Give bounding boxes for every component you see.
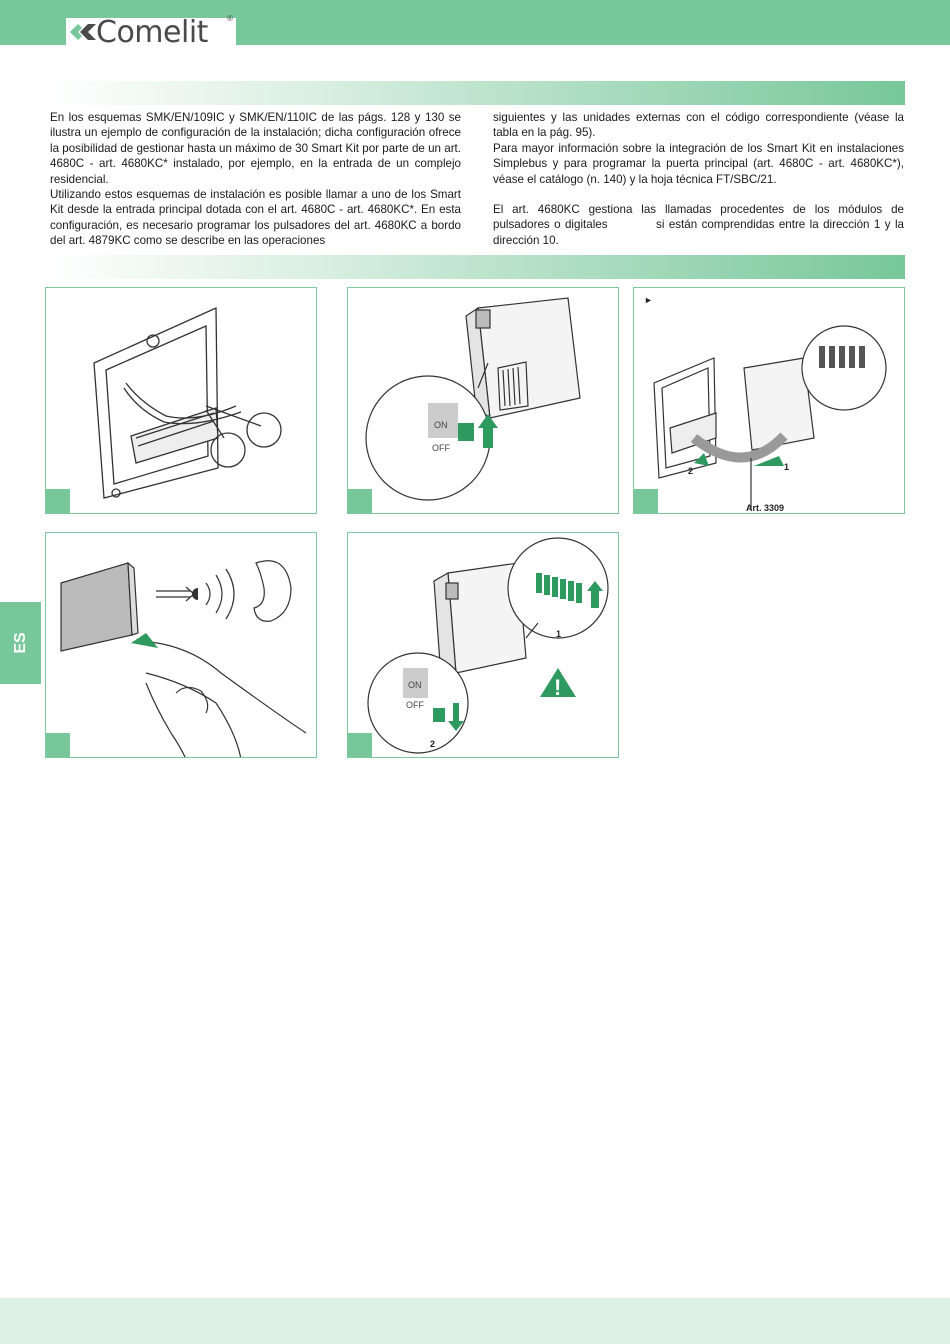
intro-text-right: siguientes y las unidades externas con e…	[493, 110, 904, 248]
arrow-marker: ►	[644, 295, 653, 305]
wall-box-illustration	[93, 306, 282, 499]
switch-on-illustration: ON OFF	[365, 297, 581, 501]
figure-number-tab	[348, 733, 372, 757]
step-2-label: 2	[430, 739, 435, 749]
figure-cable-connection: ► 2 1 Art. 3309	[633, 287, 905, 514]
figure-wall-box-wiring	[45, 287, 317, 514]
figure-number-tab	[634, 489, 658, 513]
paragraph: siguientes y las unidades externas con e…	[493, 111, 904, 140]
figure-dip-switch-off: ON OFF 1 2 !	[347, 532, 619, 758]
paragraph: Utilizando estos esquemas de instalación…	[50, 188, 461, 248]
switch-on-label: ON	[434, 420, 448, 430]
brand-logo: Comelit ®	[66, 14, 236, 50]
warning-icon: !	[540, 668, 576, 700]
figure-number-tab	[46, 733, 70, 757]
section-band-figures	[45, 255, 905, 279]
figure-switch-on: ON OFF	[347, 287, 619, 514]
cable-label: Art. 3309	[746, 503, 784, 513]
step-2-label: 2	[688, 466, 693, 476]
figure-number-tab	[348, 489, 372, 513]
step-1-label: 1	[556, 629, 561, 639]
figure-number-tab	[46, 489, 70, 513]
figure-press-button	[45, 532, 317, 758]
intro-text-left: En los esquemas SMK/EN/109IC y SMK/EN/11…	[50, 110, 461, 249]
section-band-intro	[45, 81, 905, 105]
dip-switch-illustration: ON OFF 1 2 !	[367, 537, 609, 754]
switch-on-label: ON	[408, 680, 422, 690]
paragraph: El art. 4680KC gestiona las llamadas pro…	[493, 203, 908, 247]
registered-mark: ®	[227, 14, 233, 23]
comelit-logo-icon	[70, 24, 96, 40]
cable-connection-illustration: ► 2 1 Art. 3309	[644, 295, 887, 513]
language-tab: ES	[0, 602, 41, 684]
switch-off-label: OFF	[406, 700, 424, 710]
svg-text:!: !	[554, 675, 561, 700]
paragraph: Para mayor información sobre la integrac…	[493, 141, 904, 186]
brand-name: Comelit	[96, 15, 208, 50]
footer-bar	[0, 1298, 950, 1344]
switch-off-label: OFF	[432, 443, 450, 453]
press-button-illustration	[60, 560, 307, 757]
step-1-label: 1	[784, 462, 789, 472]
language-tab-label: ES	[11, 632, 29, 654]
paragraph: En los esquemas SMK/EN/109IC y SMK/EN/11…	[50, 111, 461, 186]
